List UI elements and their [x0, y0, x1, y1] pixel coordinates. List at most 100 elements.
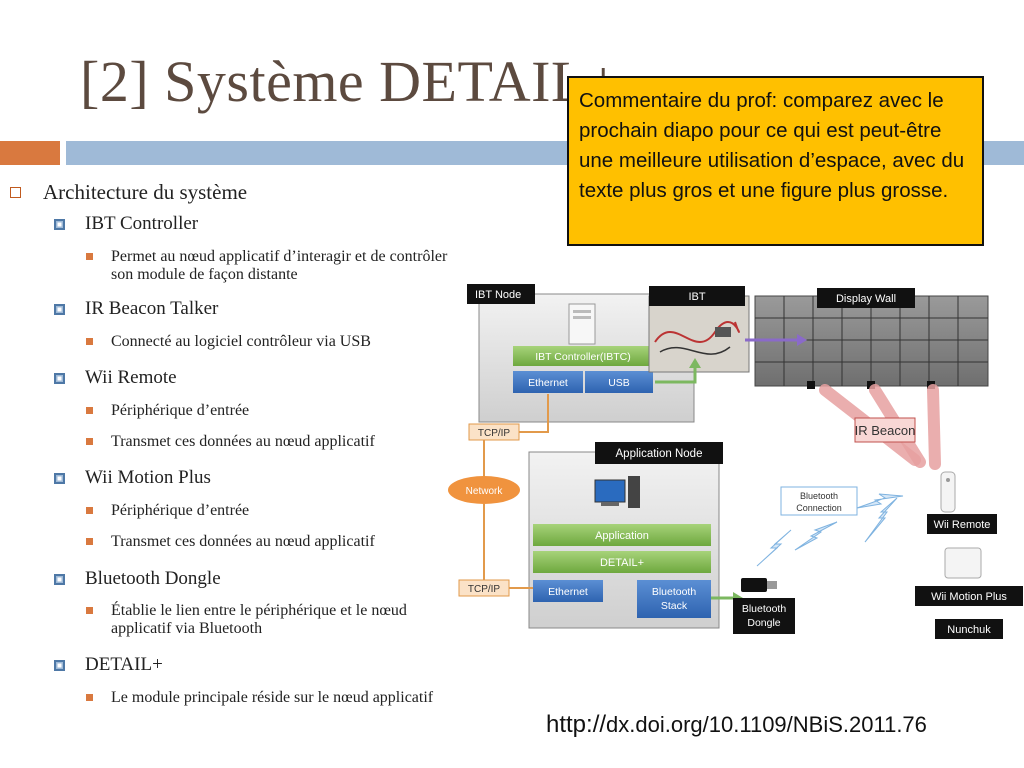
outline-heading: Architecture du système	[10, 180, 247, 205]
wii-motion-plus-label: Wii Motion Plus	[931, 591, 1007, 603]
ir-beacon-box	[854, 417, 916, 443]
doi-scheme: http://	[546, 711, 607, 738]
outline-item: IR Beacon Talker	[54, 298, 218, 320]
nunchuk-label-bg	[935, 619, 1003, 639]
square-bullet-icon	[54, 472, 65, 484]
ibt-node-label: IBT Node	[475, 289, 521, 301]
outline-detail-text: Transmet ces données au nœud applicatif	[111, 533, 375, 550]
square-bullet-icon	[54, 218, 65, 230]
doi-link[interactable]: http://dx.doi.org/10.1109/NBiS.2011.76	[546, 711, 927, 739]
ethernet-top-label: Ethernet	[528, 377, 568, 389]
network-label: Network	[466, 486, 504, 497]
outline-item: Bluetooth Dongle	[54, 568, 221, 590]
ethernet-bottom-label: Ethernet	[548, 586, 588, 598]
bluetooth-stack-label-2: Stack	[661, 600, 688, 612]
outline-detail: Connecté au logiciel contrôleur via USB	[86, 333, 371, 351]
usb-label: USB	[608, 377, 630, 389]
bluetooth-stack-box	[637, 580, 711, 618]
outline-item-label: Wii Motion Plus	[85, 467, 211, 488]
professor-comment-box: Commentaire du prof: comparez avec le pr…	[567, 76, 984, 246]
ibt-label: IBT	[688, 291, 705, 303]
application-node-label: Application Node	[616, 448, 703, 460]
slide-title: [2] Système DETAIL+	[80, 49, 621, 114]
bluetooth-dongle-label-2: Dongle	[747, 617, 780, 629]
square-bullet-icon	[54, 372, 65, 384]
wii-remote-label: Wii Remote	[934, 519, 991, 531]
outline-item-label: Wii Remote	[85, 367, 177, 388]
ibt-controller-bar	[513, 346, 653, 366]
outline-item-label: IBT Controller	[85, 213, 199, 234]
display-wall	[754, 295, 989, 389]
square-bullet-icon	[86, 438, 93, 445]
ethernet-bottom-box	[533, 580, 603, 602]
network-node	[448, 476, 520, 504]
detail-plus-bar	[533, 551, 711, 573]
outline-item: IBT Controller	[54, 213, 198, 235]
outline-detail: Périphérique d’entrée	[86, 402, 249, 420]
outline-detail-text: Établie le lien entre le périphérique et…	[111, 602, 407, 637]
square-bullet-icon	[54, 573, 65, 585]
outline-detail: Permet au nœud applicatif d’interagir et…	[86, 248, 456, 284]
ibt-photo	[648, 295, 750, 373]
bluetooth-connection-label-2: Connection	[796, 503, 842, 513]
display-wall-label: Display Wall	[836, 293, 896, 305]
nunchuk-label: Nunchuk	[947, 624, 991, 636]
doi-path: dx.doi.org/10.1109/NBiS.2011.76	[606, 712, 927, 737]
square-bullet-icon	[10, 187, 21, 198]
square-bullet-icon	[86, 694, 93, 701]
square-bullet-icon	[54, 659, 65, 671]
ethernet-top-box	[513, 371, 583, 393]
outline-detail: Transmet ces données au nœud applicatif	[86, 533, 375, 551]
computer-icon	[594, 476, 640, 508]
accent-bar-orange	[0, 141, 60, 165]
bluetooth-dongle-icon	[741, 578, 777, 592]
square-bullet-icon	[54, 303, 65, 315]
display-wall-label-bg	[817, 288, 915, 308]
square-bullet-icon	[86, 407, 93, 414]
outline-item-label: Bluetooth Dongle	[85, 568, 221, 589]
bluetooth-connection-label-1: Bluetooth	[800, 491, 838, 501]
outline-item: DETAIL+	[54, 654, 163, 676]
outline-item-label: DETAIL+	[85, 654, 163, 675]
outline-heading-text: Architecture du système	[43, 180, 248, 204]
outline-detail: Transmet ces données au nœud applicatif	[86, 433, 375, 451]
tcpip-top-label: TCP/IP	[478, 428, 511, 439]
outline-detail: Le module principale réside sur le nœud …	[86, 689, 433, 707]
outline-detail-text: Périphérique d’entrée	[111, 402, 250, 419]
bluetooth-connection-box	[780, 486, 858, 516]
application-bar	[533, 524, 711, 546]
wii-motion-plus-icon	[944, 547, 982, 579]
outline-detail-text: Permet au nœud applicatif d’interagir et…	[111, 248, 448, 283]
bluetooth-stack-label-1: Bluetooth	[652, 586, 697, 598]
outline-item: Wii Motion Plus	[54, 467, 211, 489]
lightning-icon	[756, 493, 904, 567]
outline-item-label: IR Beacon Talker	[85, 298, 219, 319]
architecture-diagram: IBT Node IBT Controller(IBTC) Ethernet U…	[448, 284, 1023, 639]
outline-detail: Établie le lien entre le périphérique et…	[86, 602, 466, 638]
square-bullet-icon	[86, 338, 93, 345]
detail-plus-label: DETAIL+	[600, 557, 644, 569]
outline-detail-text: Connecté au logiciel contrôleur via USB	[111, 333, 371, 350]
ir-beacon-label: IR Beacon	[855, 423, 916, 438]
square-bullet-icon	[86, 538, 93, 545]
square-bullet-icon	[86, 607, 93, 614]
outline-detail: Périphérique d’entrée	[86, 502, 249, 520]
outline-detail-text: Transmet ces données au nœud applicatif	[111, 433, 375, 450]
application-node-label-bg	[595, 442, 723, 464]
usb-box	[585, 371, 653, 393]
bluetooth-dongle-label-1: Bluetooth	[742, 603, 787, 615]
wii-motion-plus-label-bg	[915, 586, 1023, 606]
usb-arrow	[655, 366, 697, 384]
outline-detail-text: Périphérique d’entrée	[111, 502, 250, 519]
outline-detail-text: Le module principale réside sur le nœud …	[111, 689, 434, 706]
bluetooth-dongle-label-bg	[733, 598, 795, 634]
application-label: Application	[595, 530, 649, 542]
wii-remote-label-bg	[927, 514, 997, 534]
ibt-label-bg	[649, 286, 745, 306]
ibt-controller-label: IBT Controller(IBTC)	[535, 351, 631, 363]
tcpip-bottom-label: TCP/IP	[468, 584, 501, 595]
ibt-node-label-bg	[467, 284, 535, 304]
server-icon	[568, 303, 596, 345]
square-bullet-icon	[86, 253, 93, 260]
outline-item: Wii Remote	[54, 367, 177, 389]
